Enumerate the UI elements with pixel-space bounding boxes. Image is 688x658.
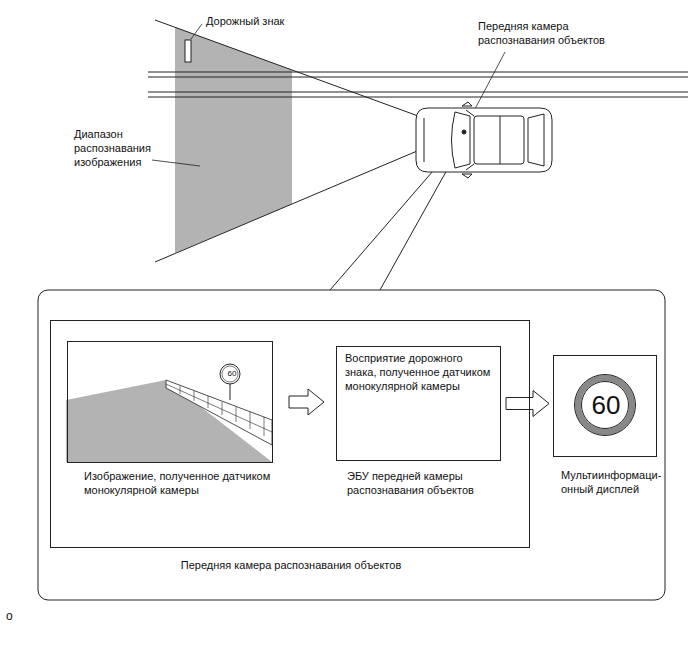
camera-image [66, 340, 272, 462]
outer-frame [38, 290, 665, 600]
camera-callout: Передняя камера распознавания объектов [478, 20, 648, 48]
image-label: Изображение, полученное датчиком монокул… [84, 470, 294, 498]
range-callout: Диапазон распознавания изображения [74, 128, 164, 169]
display-box: 60Мультиинформаци- онный дисплей [553, 355, 657, 457]
corner-mark: o [6, 610, 26, 623]
sign-number: 60 [222, 370, 242, 379]
display-number: 60 [581, 391, 631, 420]
ecu-box: Восприятие дорожного знака, полученное д… [336, 346, 501, 461]
recognition-range [175, 27, 292, 253]
car [416, 102, 552, 178]
ecu-content: Восприятие дорожного знака, полученное д… [345, 352, 495, 393]
ecu-label: ЭБУ передней камеры распознавания объект… [347, 470, 537, 498]
display-label: Мультиинформаци- онный дисплей [561, 469, 655, 497]
unit-label: Передняя камера распознавания объектов [51, 559, 531, 573]
sign-callout: Дорожный знак [206, 15, 336, 29]
road-sign [185, 40, 191, 62]
road [148, 72, 688, 97]
speed-sign [575, 375, 636, 436]
camera-unit-box: Передняя камера распознавания объектов60… [50, 320, 530, 548]
image-box: 60Изображение, полученное датчиком монок… [67, 341, 273, 463]
flow-arrow [506, 391, 549, 417]
flow-arrow [289, 389, 324, 415]
